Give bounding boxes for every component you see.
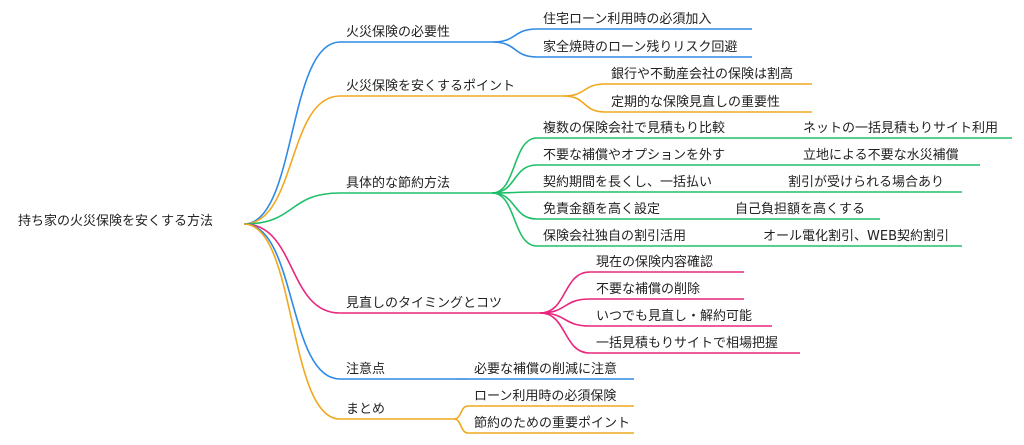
leaf-topic[interactable]: 不要な補償やオプションを外す (543, 148, 725, 163)
branch-leaf-connector (492, 28, 538, 43)
branch-leaf-connector (563, 95, 606, 113)
detail-topic[interactable]: オール電化割引、WEB契約割引 (763, 228, 949, 244)
branch-topic[interactable]: 見直しのタイミングとコツ (346, 296, 502, 311)
leaf-topic[interactable]: いつでも見直し・解約可能 (596, 309, 752, 324)
root-topic[interactable]: 持ち家の火災保険を安くする方法 (18, 213, 213, 229)
detail-topic[interactable]: 立地による不要な水災補償 (803, 148, 959, 163)
leaf-topic[interactable]: 不要な補償の削除 (596, 282, 700, 297)
branch-leaf-connector (539, 312, 591, 354)
leaf-topic[interactable]: 銀行や不動産会社の保険は割高 (611, 66, 793, 82)
branch-leaf-connector (491, 164, 538, 194)
root-branch-connector (243, 41, 341, 225)
branch-leaf-connector (492, 41, 538, 58)
branch-leaf-connector (491, 192, 538, 247)
root-branch-connector (243, 223, 341, 420)
branch-leaf-connector (453, 405, 469, 420)
detail-topic[interactable]: 自己負担額を高くする (735, 201, 865, 217)
detail-topic[interactable]: ネットの一括見積もりサイト利用 (803, 121, 998, 136)
leaf-topic[interactable]: 契約期間を長くし、一括払い (543, 175, 712, 190)
branch-leaf-connector (491, 137, 538, 194)
leaf-topic[interactable]: 節約のための重要ポイント (474, 415, 630, 431)
leaf-topic[interactable]: 免責金額を高く設定 (543, 201, 660, 217)
leaf-topic[interactable]: 住宅ローン利用時の必須加入 (543, 12, 711, 27)
root-branch-connector (243, 192, 341, 225)
leaf-topic[interactable]: 一括見積もりサイトで相場把握 (596, 336, 778, 351)
branch-topic[interactable]: 具体的な節約方法 (346, 175, 450, 191)
root-branch-connector (243, 223, 341, 380)
branch-leaf-connector (563, 83, 606, 97)
detail-topic[interactable]: 割引が受けられる場合あり (788, 174, 944, 190)
branch-topic[interactable]: 火災保険を安くするポイント (346, 79, 515, 94)
leaf-topic[interactable]: 家全焼時のローン残りリスク回避 (543, 39, 737, 55)
root-branch-connector (243, 95, 341, 225)
leaf-topic[interactable]: ローン利用時の必須保険 (474, 389, 616, 404)
leaf-topic[interactable]: 複数の保険会社で見積もり比較 (543, 120, 725, 136)
leaf-topic[interactable]: 必要な補償の削減に注意 (474, 361, 617, 377)
branch-leaf-connector (491, 192, 538, 220)
leaf-topic[interactable]: 保険会社独自の割引活用 (543, 228, 686, 244)
branch-leaf-connector (539, 298, 591, 314)
branch-leaf-connector (453, 418, 469, 434)
leaf-topic[interactable]: 現在の保険内容確認 (596, 254, 713, 270)
branch-topic[interactable]: 注意点 (346, 361, 385, 377)
branch-topic[interactable]: 火災保険の必要性 (346, 25, 450, 40)
root-branch-connector (243, 223, 341, 314)
branch-topic[interactable]: まとめ (346, 402, 385, 417)
leaf-topic[interactable]: 定期的な保険見直しの重要性 (611, 94, 780, 110)
